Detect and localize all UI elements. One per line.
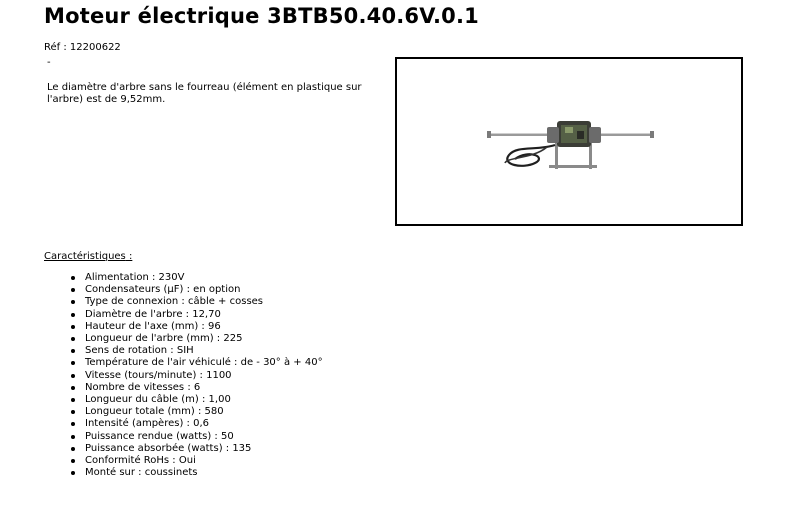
spec-item: Conformité RoHs : Oui: [68, 455, 323, 467]
spec-item: Hauteur de l'axe (mm) : 96: [68, 321, 323, 333]
spec-item: Nombre de vitesses : 6: [68, 382, 323, 394]
spec-item: Alimentation : 230V: [68, 272, 323, 284]
spec-item: Condensateurs (µF) : en option: [68, 284, 323, 296]
spec-item: Longueur de l'arbre (mm) : 225: [68, 333, 323, 345]
spec-item: Intensité (ampères) : 0,6: [68, 418, 323, 430]
spec-item: Type de connexion : câble + cosses: [68, 296, 323, 308]
specs-heading-label: Caractéristiques: [44, 251, 126, 262]
spec-item: Longueur totale (mm) : 580: [68, 406, 323, 418]
spec-item: Température de l'air véhiculé : de - 30°…: [68, 357, 323, 369]
product-reference: Réf : 12200622: [44, 42, 121, 53]
spec-item: Longueur du câble (m) : 1,00: [68, 394, 323, 406]
product-description: Le diamètre d'arbre sans le fourreau (él…: [47, 82, 362, 105]
specs-list: Alimentation : 230V Condensateurs (µF) :…: [68, 272, 323, 479]
product-image-frame: [395, 57, 743, 226]
spec-item: Vitesse (tours/minute) : 1100: [68, 370, 323, 382]
motor-image: [487, 121, 654, 169]
separator-dash: -: [47, 57, 51, 68]
spec-item: Monté sur : coussinets: [68, 467, 323, 479]
spec-item: Puissance absorbée (watts) : 135: [68, 443, 323, 455]
spec-item: Diamètre de l'arbre : 12,70: [68, 309, 323, 321]
product-title: Moteur électrique 3BTB50.40.6V.0.1: [44, 4, 479, 28]
spec-item: Puissance rendue (watts) : 50: [68, 431, 323, 443]
specs-heading: Caractéristiques :: [44, 251, 133, 262]
spec-item: Sens de rotation : SIH: [68, 345, 323, 357]
